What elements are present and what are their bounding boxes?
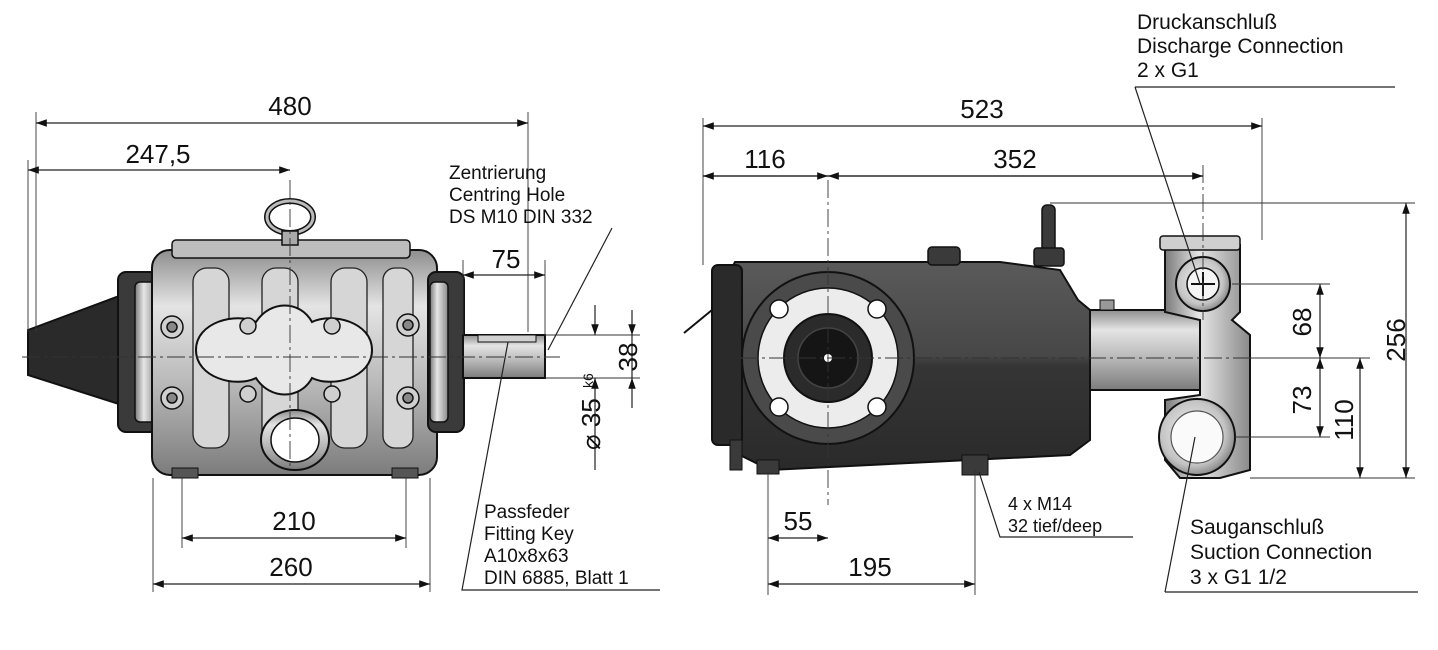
dim-523: 523	[960, 94, 1003, 124]
svg-text:Passfeder: Passfeder	[484, 502, 570, 523]
dim-38: 38	[613, 343, 643, 372]
dim-fit-k6: k6	[580, 373, 596, 388]
plunger-spacer	[1099, 299, 1115, 311]
dim-210: 210	[272, 506, 315, 536]
svg-text:Druckanschluß: Druckanschluß	[1137, 11, 1277, 34]
svg-text:DS M10 DIN 332: DS M10 DIN 332	[449, 207, 593, 228]
svg-text:A10x8x63: A10x8x63	[484, 546, 569, 567]
suction-connection-label: Sauganschluß Suction Connection 3 x G1 1…	[1190, 516, 1372, 589]
plunger-guide	[1089, 309, 1201, 391]
crankcase-cap	[927, 246, 961, 266]
dim-260: 260	[269, 552, 312, 582]
svg-text:Fitting Key: Fitting Key	[484, 524, 574, 545]
right-flange-ring	[429, 281, 449, 423]
rear-cover	[711, 264, 743, 446]
foot-right	[391, 467, 419, 479]
dim-195: 195	[848, 552, 891, 582]
svg-text:Suction Connection: Suction Connection	[1190, 541, 1372, 564]
dim-diameter-35: ⌀ 35	[576, 398, 606, 450]
shaft-key	[477, 334, 537, 343]
svg-text:32 tief/deep: 32 tief/deep	[1008, 516, 1102, 536]
side-view: 523 116 352 256 68 73 110 55 195 Druckan…	[683, 11, 1418, 595]
dim-75: 75	[492, 244, 521, 274]
svg-text:Discharge Connection: Discharge Connection	[1137, 35, 1344, 58]
lifting-eye-side	[1033, 204, 1065, 267]
svg-text:Sauganschluß: Sauganschluß	[1190, 516, 1324, 539]
housing-bolts	[160, 313, 420, 410]
dim-480: 480	[268, 91, 311, 121]
discharge-connection-label: Druckanschluß Discharge Connection 2 x G…	[1137, 11, 1344, 82]
dim-256: 256	[1381, 318, 1411, 361]
centring-hole-label: Zentrierung Centring Hole DS M10 DIN 332	[449, 163, 593, 228]
dim-110: 110	[1329, 399, 1359, 440]
front-view: 480 247,5 75 38 ⌀ 35 k6 210 260 Zentrier…	[22, 91, 660, 592]
foot-left	[171, 467, 199, 479]
svg-text:2 x G1: 2 x G1	[1137, 59, 1199, 82]
front-suction-port	[260, 409, 330, 471]
dim-116: 116	[744, 144, 785, 174]
fitting-key-label: Passfeder Fitting Key A10x8x63 DIN 6885,…	[484, 502, 629, 589]
flange-bolts	[769, 299, 887, 417]
side-foot-front	[729, 439, 743, 471]
dim-247-5: 247,5	[125, 139, 190, 169]
dim-68: 68	[1287, 308, 1317, 337]
svg-text:DIN 6885, Blatt 1: DIN 6885, Blatt 1	[484, 568, 629, 589]
motor-adapter-cone	[27, 293, 123, 407]
valve-head-top	[1159, 235, 1241, 251]
svg-text:3 x G1 1/2: 3 x G1 1/2	[1190, 566, 1287, 589]
svg-text:Centring Hole: Centring Hole	[449, 185, 565, 206]
dim-352: 352	[993, 144, 1036, 174]
svg-text:4 x M14: 4 x M14	[1008, 494, 1072, 514]
diameter-symbol: ⌀	[576, 427, 606, 450]
mounting-bolt-label: 4 x M14 32 tief/deep	[1008, 494, 1102, 536]
suction-port	[1158, 398, 1236, 476]
dim-55: 55	[784, 506, 813, 536]
svg-text:Zentrierung: Zentrierung	[449, 163, 546, 184]
dim-73: 73	[1287, 386, 1317, 415]
